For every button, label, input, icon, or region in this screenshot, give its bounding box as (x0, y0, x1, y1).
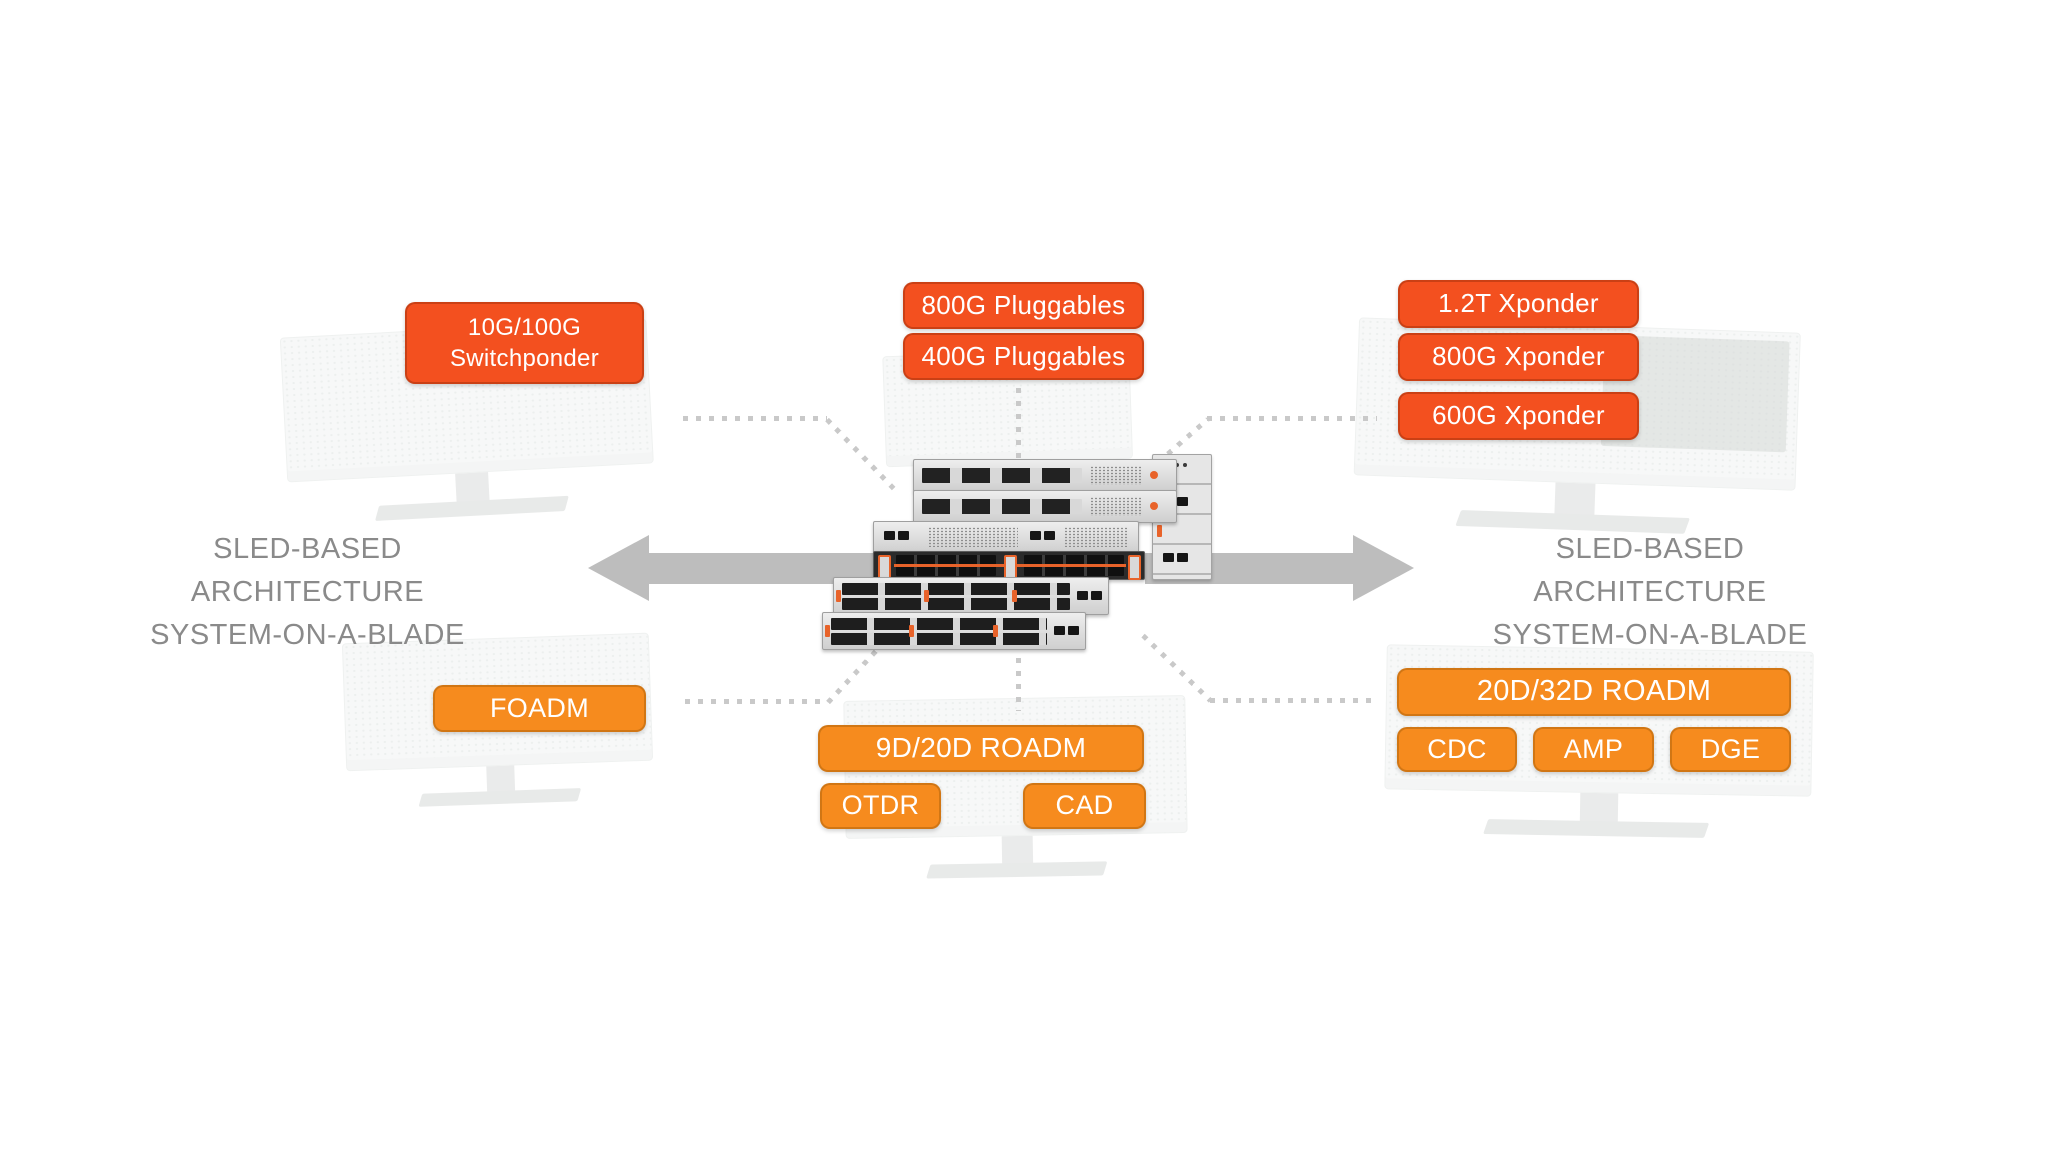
chassis-cage-row-1 (833, 577, 1109, 615)
badge-label: FOADM (490, 692, 589, 723)
badge-label: 20D/32D ROADM (1476, 675, 1712, 708)
orange-latch (924, 590, 929, 602)
vendor-logo (1150, 471, 1158, 479)
badge-9d-20d-roadm: 9D/20D ROADM (818, 725, 1144, 772)
badge-400g-pluggables: 400G Pluggables (903, 333, 1144, 380)
badge-1-2t-xponder: 1.2T Xponder (1398, 280, 1639, 328)
badge-label: AMP (1563, 733, 1624, 764)
orange-latch (909, 625, 914, 637)
vent-grid (1064, 527, 1128, 547)
connector-bottom-right-horizontal (1210, 698, 1375, 703)
vent-grid (1090, 466, 1142, 485)
chassis-top-2 (913, 490, 1177, 523)
badge-cad: CAD (1023, 783, 1146, 829)
badge-label: 800G Pluggables (921, 289, 1126, 320)
connector-bottom-center-vertical (1016, 645, 1021, 711)
badge-label: 600G Xponder (1432, 400, 1605, 431)
badge-800g-xponder: 800G Xponder (1398, 333, 1639, 381)
orange-latch (825, 625, 830, 637)
badge-label: CDC (1427, 733, 1487, 764)
badge-label: DGE (1700, 733, 1761, 764)
badge-label: 800G Xponder (1432, 341, 1605, 372)
orange-latch (836, 590, 841, 602)
ethernet-ports (1030, 531, 1041, 540)
chassis-management (873, 521, 1139, 553)
side-label-left: SLED-BASED ARCHITECTURE SYSTEM-ON-A-BLAD… (100, 528, 515, 657)
left-arrow-head (588, 535, 649, 601)
connector-bottom-right-diagonal (1141, 633, 1213, 703)
connector-bottom-left-horizontal (685, 699, 828, 704)
side-label-left-line1: SLED-BASED ARCHITECTURE (190, 533, 425, 608)
port-cages (831, 633, 1047, 645)
chassis-line-ports (873, 551, 1145, 580)
ethernet-ports (884, 531, 895, 540)
port-cages (922, 468, 1082, 483)
port-cages (842, 598, 1070, 610)
orange-latch (1012, 590, 1017, 602)
vent-grid (928, 527, 1018, 547)
badge-otdr: OTDR (820, 783, 941, 829)
ethernet-ports (1163, 553, 1174, 562)
side-label-right-line1: SLED-BASED ARCHITECTURE (1533, 533, 1767, 608)
badge-foadm: FOADM (433, 685, 646, 732)
chassis-top-1 (913, 459, 1177, 492)
chassis-cage-row-2 (822, 612, 1086, 650)
vent-grid (1090, 497, 1142, 516)
badge-label: OTDR (841, 790, 920, 821)
side-label-right: SLED-BASED ARCHITECTURE SYSTEM-ON-A-BLAD… (1440, 528, 1860, 657)
orange-latch (1157, 525, 1162, 537)
badge-20d-32d-roadm: 20D/32D ROADM (1397, 668, 1791, 716)
badge-amp: AMP (1533, 727, 1654, 772)
device-stand (1383, 789, 1809, 864)
badge-label: CAD (1055, 790, 1114, 821)
badge-line2: Switchponder (449, 345, 600, 372)
right-arrow-head (1353, 535, 1414, 601)
device-stand (846, 833, 1187, 903)
side-label-right-line2: SYSTEM-ON-A-BLADE (1492, 619, 1808, 651)
badge-cdc: CDC (1397, 727, 1517, 772)
device-stand (346, 760, 653, 830)
badge-800g-pluggables: 800G Pluggables (903, 282, 1144, 329)
connector-bottom-left-diagonal (826, 648, 879, 705)
port-cages (922, 499, 1082, 514)
badge-line1: 10G/100G (467, 314, 582, 341)
badge-dge: DGE (1670, 727, 1791, 772)
orange-latch (993, 625, 998, 637)
connector-top-left-horizontal (683, 416, 827, 421)
badge-600g-xponder: 600G Xponder (1398, 392, 1639, 440)
ethernet-ports (1077, 591, 1088, 600)
badge-label: 9D/20D ROADM (875, 732, 1087, 764)
connector-top-right-horizontal (1207, 416, 1377, 421)
port-cages (842, 583, 1070, 595)
port-cages (831, 618, 1047, 630)
vendor-logo (1150, 502, 1158, 510)
badge-label: 400G Pluggables (921, 340, 1126, 371)
side-label-left-line2: SYSTEM-ON-A-BLADE (150, 619, 465, 651)
orange-bracket (1128, 555, 1141, 580)
ethernet-ports (1054, 626, 1065, 635)
badge-10g-100g-switchponder: 10G/100G Switchponder (405, 302, 644, 384)
connector-top-center-vertical (1016, 388, 1021, 460)
badge-label: 1.2T Xponder (1438, 288, 1599, 319)
